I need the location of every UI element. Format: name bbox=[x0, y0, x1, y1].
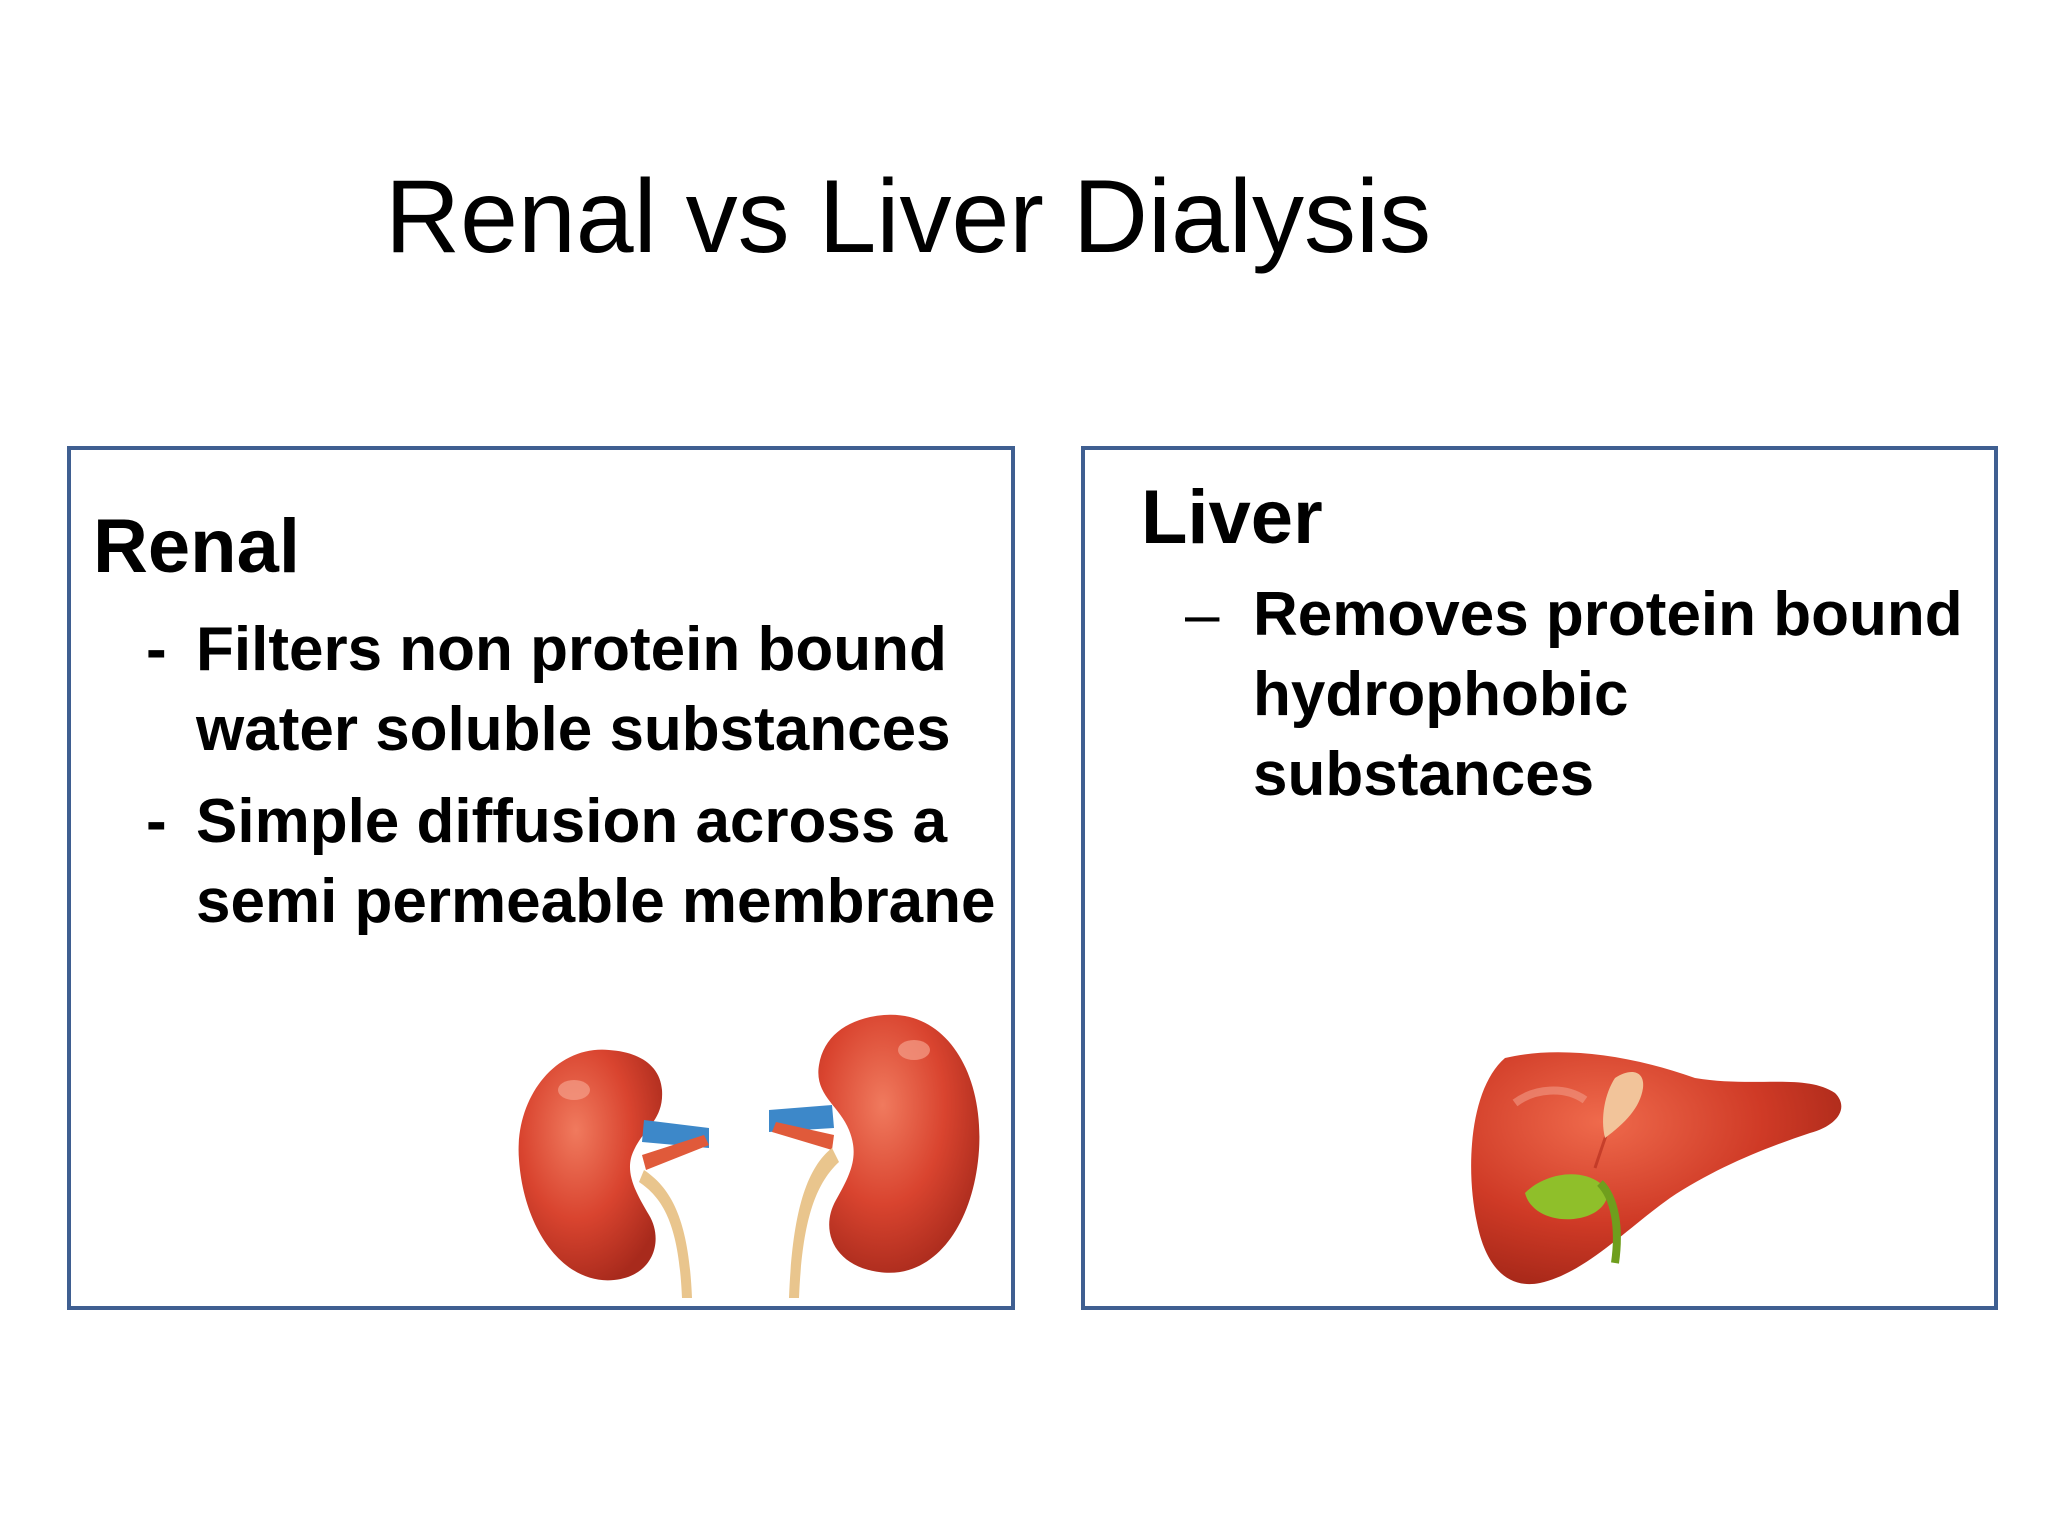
kidneys-icon bbox=[518, 1014, 980, 1298]
renal-bullet: - Filters non protein bound water solubl… bbox=[146, 610, 1016, 770]
renal-bullet: - Simple diffusion across a semi permeab… bbox=[146, 782, 1016, 942]
renal-bullet-list: - Filters non protein bound water solubl… bbox=[146, 610, 1016, 954]
liver-icon bbox=[1471, 1052, 1842, 1285]
liver-panel: Liver – Removes protein bound hydrophobi… bbox=[1081, 446, 1998, 1310]
liver-bullet: – Removes protein bound hydrophobic subs… bbox=[1185, 575, 1975, 815]
bullet-text: Removes protein bound hydrophobic substa… bbox=[1253, 580, 1963, 809]
bullet-marker: – bbox=[1185, 580, 1220, 649]
liver-heading: Liver bbox=[1141, 475, 1323, 560]
liver-bullet-list: – Removes protein bound hydrophobic subs… bbox=[1185, 575, 1975, 827]
bullet-marker: - bbox=[146, 787, 167, 856]
renal-panel: Renal - Filters non protein bound water … bbox=[67, 446, 1015, 1310]
bullet-marker: - bbox=[146, 615, 167, 684]
renal-heading: Renal bbox=[93, 504, 300, 589]
bullet-text: Simple diffusion across a semi permeable… bbox=[196, 787, 996, 936]
bullet-text: Filters non protein bound water soluble … bbox=[196, 615, 951, 764]
slide-title: Renal vs Liver Dialysis bbox=[385, 159, 1432, 275]
